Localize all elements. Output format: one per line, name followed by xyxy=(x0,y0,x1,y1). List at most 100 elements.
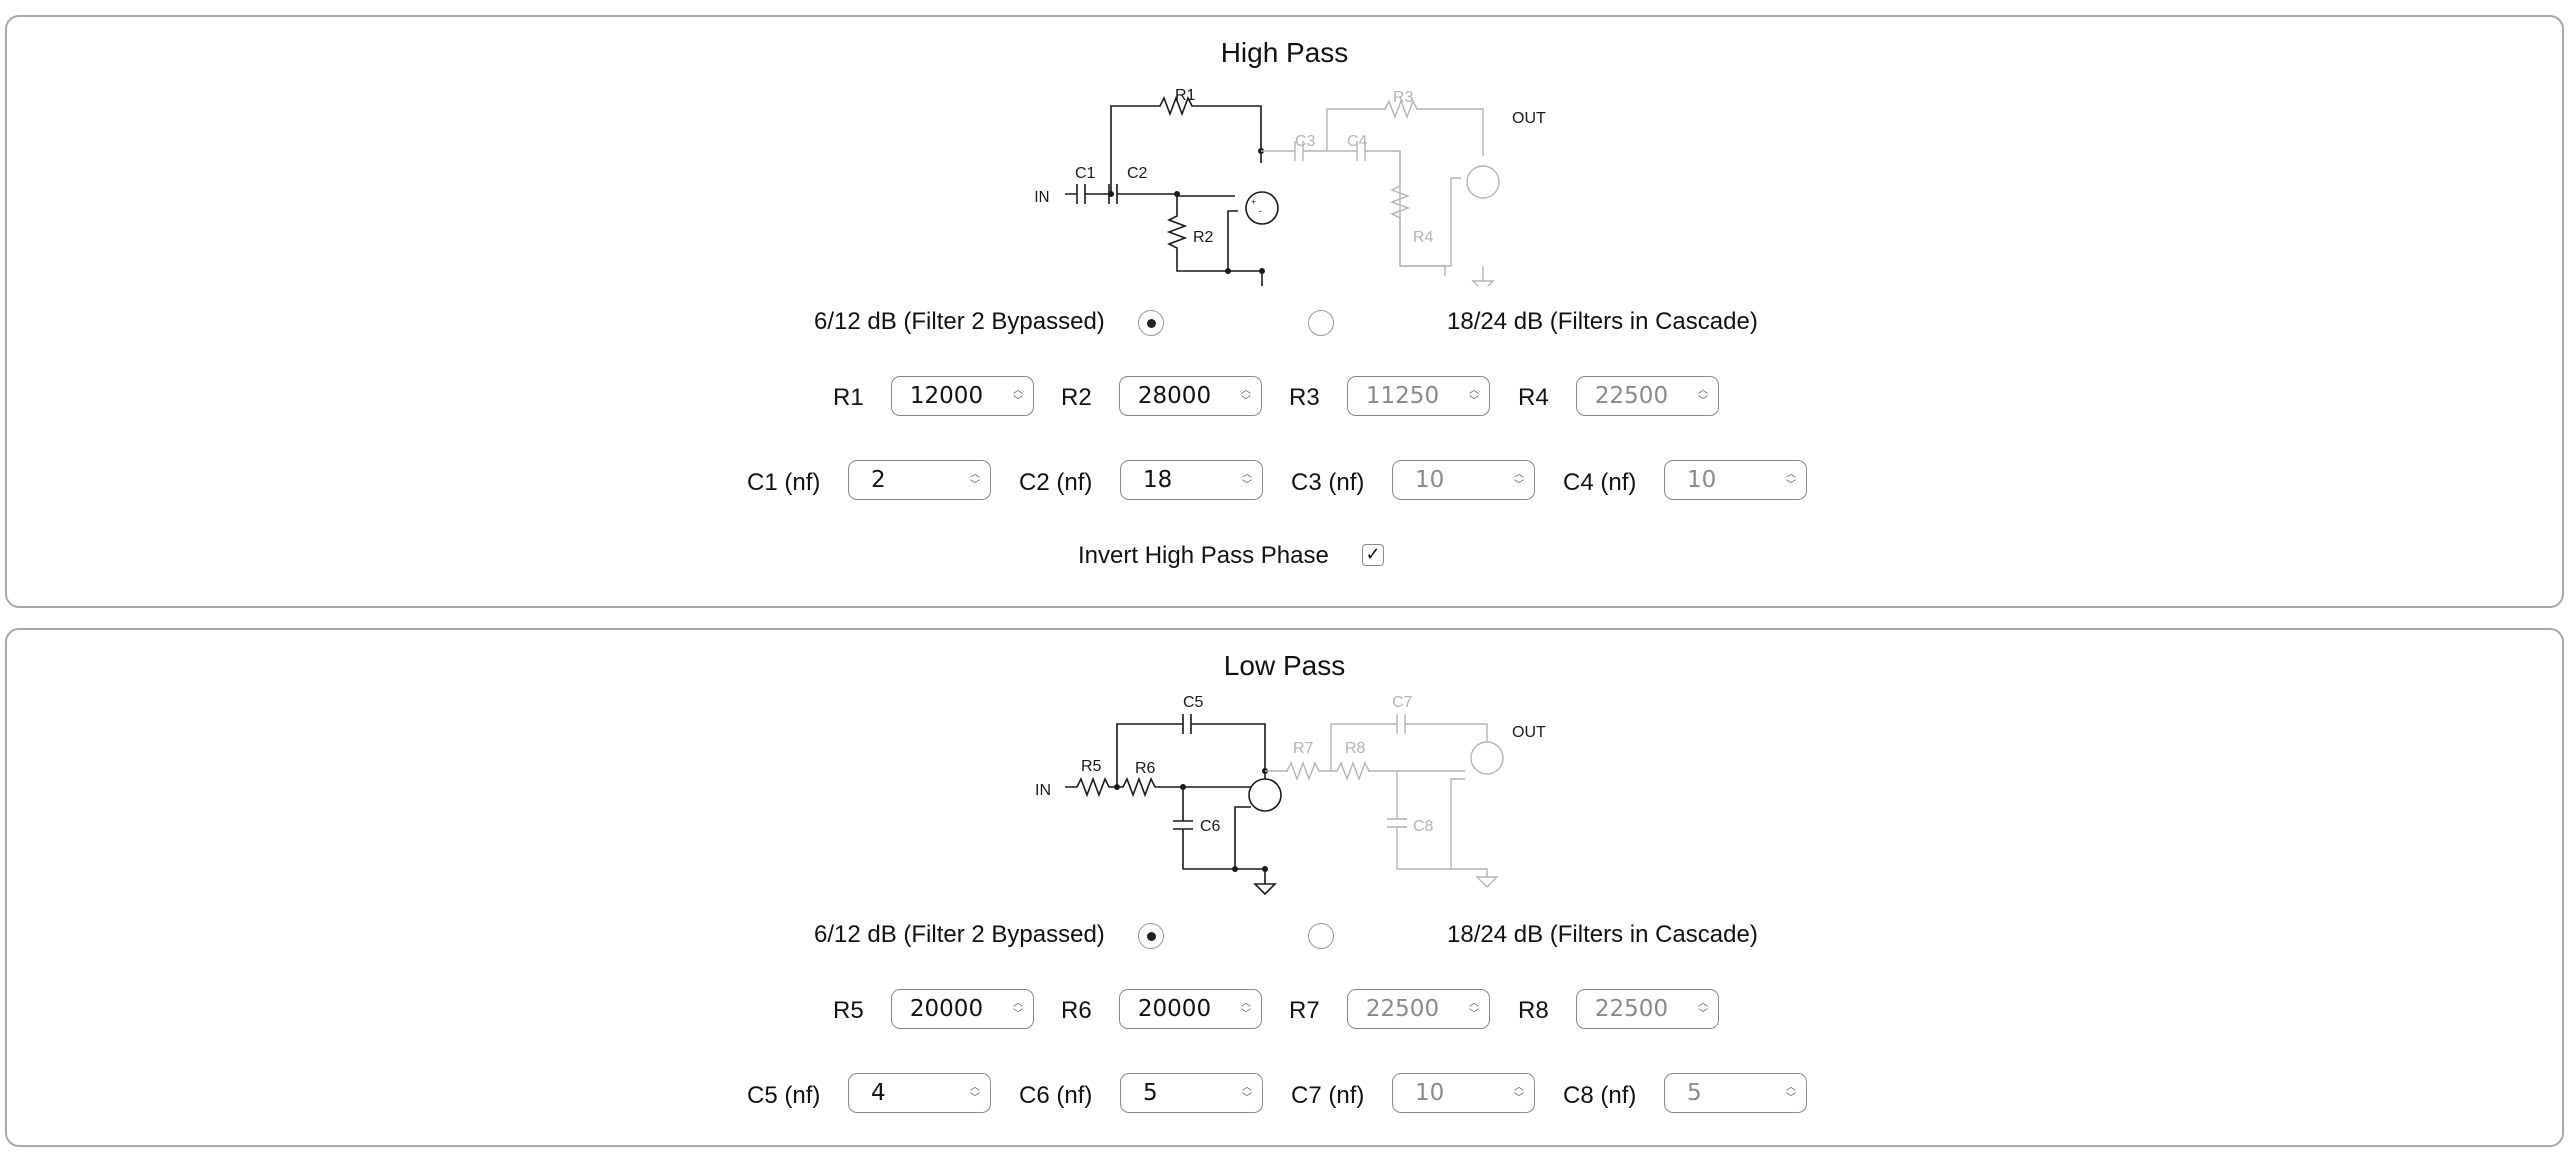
c6-value: 5 xyxy=(1143,1080,1158,1106)
up-down-chevron-icon[interactable]: ︿﹀ xyxy=(970,1082,980,1104)
r5-value: 20000 xyxy=(909,996,984,1022)
r7-field-label: R7 xyxy=(1289,997,1320,1024)
r7-label: R7 xyxy=(1293,740,1314,757)
in-label: IN xyxy=(1035,782,1051,799)
mode-option-2-label: 18/24 dB (Filters in Cascade) xyxy=(1447,921,1758,948)
r6-field-label: R6 xyxy=(1061,997,1092,1024)
resistor-r3 xyxy=(1326,99,1484,156)
c1-label: C1 xyxy=(1075,165,1096,182)
resistor-r7 xyxy=(1265,761,1331,781)
up-down-chevron-icon[interactable]: ︿﹀ xyxy=(1786,469,1796,491)
c5-stepper[interactable]: 4 ︿﹀ xyxy=(848,1073,991,1113)
c1-field-label: C1 (nf) xyxy=(747,469,821,496)
r4-label: R4 xyxy=(1413,229,1434,246)
c7-field-label: C7 (nf) xyxy=(1291,1082,1365,1109)
ground-icon xyxy=(1253,883,1277,896)
r7-value: 22500 xyxy=(1365,996,1440,1022)
mode-option-1-radio[interactable] xyxy=(1138,310,1164,336)
r2-stepper[interactable]: 28000 ︿﹀ xyxy=(1119,376,1262,416)
r8-label: R8 xyxy=(1345,740,1366,757)
r3-value: 11250 xyxy=(1365,383,1440,409)
c3-stepper[interactable]: 10 ︿﹀ xyxy=(1392,460,1535,500)
c3-field-label: C3 (nf) xyxy=(1291,469,1365,496)
up-down-chevron-icon[interactable]: ︿﹀ xyxy=(1241,998,1251,1020)
up-down-chevron-icon[interactable]: ︿﹀ xyxy=(970,469,980,491)
r2-value: 28000 xyxy=(1137,383,1212,409)
svg-text:+: + xyxy=(1251,197,1256,207)
r1-field-label: R1 xyxy=(833,384,864,411)
capacitor-c8 xyxy=(1387,771,1465,870)
r8-value: 22500 xyxy=(1594,996,1669,1022)
up-down-chevron-icon[interactable]: ︿﹀ xyxy=(1013,385,1023,407)
up-down-chevron-icon[interactable]: ︿﹀ xyxy=(1469,385,1479,407)
mode-option-1-radio[interactable] xyxy=(1138,923,1164,949)
r2-field-label: R2 xyxy=(1061,384,1092,411)
c8-field-label: C8 (nf) xyxy=(1563,1082,1637,1109)
invert-phase-label: Invert High Pass Phase xyxy=(1078,542,1329,569)
c5-label: C5 xyxy=(1183,694,1204,711)
in-label: IN xyxy=(1034,189,1049,207)
up-down-chevron-icon[interactable]: ︿﹀ xyxy=(1514,1082,1524,1104)
up-down-chevron-icon[interactable]: ︿﹀ xyxy=(1013,998,1023,1020)
r6-label: R6 xyxy=(1135,760,1156,777)
resistor-r8 xyxy=(1331,761,1465,781)
filter-2-circuit xyxy=(1261,99,1495,286)
r4-value: 22500 xyxy=(1594,383,1669,409)
c6-stepper[interactable]: 5 ︿﹀ xyxy=(1120,1073,1263,1113)
capacitor-c1 xyxy=(1076,184,1086,204)
opamp-icon xyxy=(1245,191,1279,225)
filter-1-circuit xyxy=(1065,95,1263,286)
mode-option-1-label: 6/12 dB (Filter 2 Bypassed) xyxy=(814,308,1105,335)
filter-2-circuit xyxy=(1265,714,1499,888)
c8-stepper[interactable]: 5 ︿﹀ xyxy=(1664,1073,1807,1113)
r4-stepper[interactable]: 22500 ︿﹀ xyxy=(1576,376,1719,416)
c7-value: 10 xyxy=(1415,1080,1445,1106)
r3-stepper[interactable]: 11250 ︿﹀ xyxy=(1347,376,1490,416)
up-down-chevron-icon[interactable]: ︿﹀ xyxy=(1241,385,1251,407)
r7-stepper[interactable]: 22500 ︿﹀ xyxy=(1347,989,1490,1029)
c2-stepper[interactable]: 18 ︿﹀ xyxy=(1120,460,1263,500)
high-pass-panel: High Pass + - IN C1 C2 R1 R2 xyxy=(5,15,2564,608)
invert-phase-checkbox[interactable]: ✓ xyxy=(1362,544,1384,566)
r8-field-label: R8 xyxy=(1518,997,1549,1024)
low-pass-panel: Low Pass IN R5 R6 C5 C6 xyxy=(5,628,2564,1147)
r1-label: R1 xyxy=(1175,87,1196,104)
c1-stepper[interactable]: 2 ︿﹀ xyxy=(848,460,991,500)
opamp-icon xyxy=(1466,165,1500,199)
c3-label: C3 xyxy=(1295,133,1316,150)
out-label: OUT xyxy=(1512,724,1546,741)
r5-label: R5 xyxy=(1081,758,1102,775)
c2-label: C2 xyxy=(1127,165,1148,182)
r1-stepper[interactable]: 12000 ︿﹀ xyxy=(891,376,1034,416)
c4-value: 10 xyxy=(1687,467,1717,493)
up-down-chevron-icon[interactable]: ︿﹀ xyxy=(1514,469,1524,491)
r5-stepper[interactable]: 20000 ︿﹀ xyxy=(891,989,1034,1029)
mode-option-2-radio[interactable] xyxy=(1308,923,1334,949)
resistor-r4 xyxy=(1390,151,1461,267)
c7-label: C7 xyxy=(1392,694,1413,711)
c2-field-label: C2 (nf) xyxy=(1019,469,1093,496)
r6-stepper[interactable]: 20000 ︿﹀ xyxy=(1119,989,1262,1029)
up-down-chevron-icon[interactable]: ︿﹀ xyxy=(1469,998,1479,1020)
up-down-chevron-icon[interactable]: ︿﹀ xyxy=(1242,1082,1252,1104)
filter-1-circuit xyxy=(1065,714,1277,896)
mode-option-1-label: 6/12 dB (Filter 2 Bypassed) xyxy=(814,921,1105,948)
c6-label: C6 xyxy=(1200,818,1221,835)
mode-option-2-label: 18/24 dB (Filters in Cascade) xyxy=(1447,308,1758,335)
up-down-chevron-icon[interactable]: ︿﹀ xyxy=(1786,1082,1796,1104)
ground-icon xyxy=(1475,876,1499,888)
resistor-r6 xyxy=(1117,776,1251,798)
up-down-chevron-icon[interactable]: ︿﹀ xyxy=(1242,469,1252,491)
c4-stepper[interactable]: 10 ︿﹀ xyxy=(1664,460,1807,500)
capacitor-c6 xyxy=(1173,787,1235,870)
mode-option-2-radio[interactable] xyxy=(1308,310,1334,336)
c8-label: C8 xyxy=(1413,818,1434,835)
high-pass-schematic: + - IN C1 C2 R1 R2 C3 C4 R3 R4 OU xyxy=(1034,87,1546,286)
opamp-icon xyxy=(1470,741,1504,775)
c8-value: 5 xyxy=(1687,1080,1702,1106)
up-down-chevron-icon[interactable]: ︿﹀ xyxy=(1698,385,1708,407)
r8-stepper[interactable]: 22500 ︿﹀ xyxy=(1576,989,1719,1029)
capacitor-c5 xyxy=(1182,714,1192,734)
c7-stepper[interactable]: 10 ︿﹀ xyxy=(1392,1073,1535,1113)
up-down-chevron-icon[interactable]: ︿﹀ xyxy=(1698,998,1708,1020)
